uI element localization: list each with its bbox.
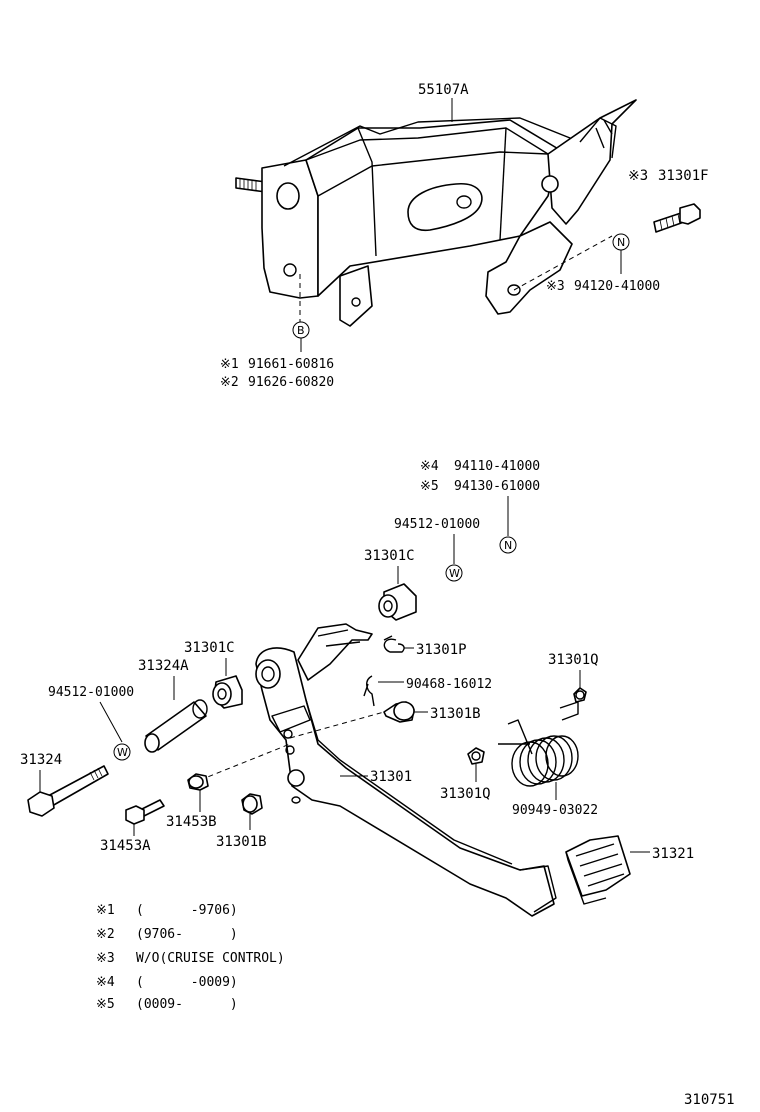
prefix-94130: ※5 — [420, 479, 439, 494]
label-31301C-upper: 31301C — [364, 548, 415, 564]
pin-90468-drawing — [363, 675, 375, 707]
label-31301P: 31301P — [416, 642, 467, 658]
pad-31321-drawing — [565, 835, 631, 905]
bolt-31301F-drawing — [653, 203, 701, 233]
cushion-31453B-drawing — [187, 773, 209, 791]
note-4-mark: ※4 — [96, 975, 115, 990]
prefix-91661: ※1 — [220, 357, 239, 372]
spring-clip-31301Q-upper-drawing — [573, 687, 587, 703]
label-94120-41000: 94120-41000 — [574, 279, 660, 294]
label-31301: 31301 — [370, 769, 412, 785]
pedal-31301-drawing — [255, 623, 557, 917]
notes-list: ※1 ( -9706) ※2 (9706- ) ※3 W/O(CRUISE CO… — [96, 903, 285, 1012]
label-94512-01000-upper: 94512-01000 — [394, 517, 480, 532]
prefix-31301F: ※3 — [628, 168, 648, 184]
n-badge-lower-text: N — [504, 539, 512, 552]
clip-31301P-drawing — [383, 635, 405, 653]
label-31453B: 31453B — [166, 814, 217, 830]
label-31301F: 31301F — [658, 168, 709, 184]
cushion-31301B-upper-drawing — [383, 701, 415, 723]
note-5-mark: ※5 — [96, 997, 115, 1012]
label-94512-01000-left: 94512-01000 — [48, 685, 134, 700]
label-31301B-lower: 31301B — [216, 834, 267, 850]
bushing-31301C-upper-drawing — [378, 583, 417, 621]
note-3-text: W/O(CRUISE CONTROL) — [136, 951, 285, 966]
label-31453A: 31453A — [100, 838, 151, 854]
note-2-text: (9706- ) — [136, 927, 238, 942]
w-badge-upper-text: W — [449, 567, 460, 580]
bolt-31453A-drawing — [125, 799, 165, 825]
label-90949-03022: 90949-03022 — [512, 803, 598, 818]
spring-clip-31301Q-lower-drawing — [467, 747, 485, 765]
bolt-31324-drawing — [27, 765, 109, 817]
label-31301C-lower: 31301C — [184, 640, 235, 656]
prefix-94110: ※4 — [420, 459, 439, 474]
w-badge-upper — [445, 564, 463, 582]
cushion-31301B-lower-drawing — [241, 793, 263, 815]
label-91626-60820: 91626-60820 — [248, 375, 334, 390]
label-91661-60816: 91661-60816 — [248, 357, 334, 372]
label-31324A: 31324A — [138, 658, 189, 674]
note-3-mark: ※3 — [96, 951, 115, 966]
label-31301B-upper: 31301B — [430, 706, 481, 722]
n-badge-lower — [499, 536, 517, 554]
n-badge-upper-text: N — [617, 236, 625, 249]
label-31301Q-upper: 31301Q — [548, 652, 599, 668]
note-2-mark: ※2 — [96, 927, 115, 942]
label-94110-41000: 94110-41000 — [454, 459, 540, 474]
label-90468-16012: 90468-16012 — [406, 677, 492, 692]
label-31321: 31321 — [652, 846, 694, 862]
note-1-mark: ※1 — [96, 903, 115, 918]
note-1-text: ( -9706) — [136, 903, 238, 918]
collar-31324A-drawing — [144, 699, 208, 753]
label-31301Q-lower: 31301Q — [440, 786, 491, 802]
prefix-91626: ※2 — [220, 375, 239, 390]
bracket-55107A-drawing — [235, 99, 637, 327]
note-5-text: (0009- ) — [136, 997, 238, 1012]
bushing-31301C-lower-drawing — [212, 675, 243, 709]
w-badge-left — [113, 743, 131, 761]
b-badge-text: B — [297, 324, 305, 337]
spring-90949-drawing — [498, 701, 579, 787]
label-55107A: 55107A — [418, 82, 469, 98]
label-31324: 31324 — [20, 752, 62, 768]
figure-number: 310751 — [684, 1092, 735, 1108]
prefix-94120: ※3 — [546, 279, 565, 294]
label-94130-61000: 94130-61000 — [454, 479, 540, 494]
note-4-text: ( -0009) — [136, 975, 238, 990]
w-badge-left-text: W — [117, 746, 128, 759]
